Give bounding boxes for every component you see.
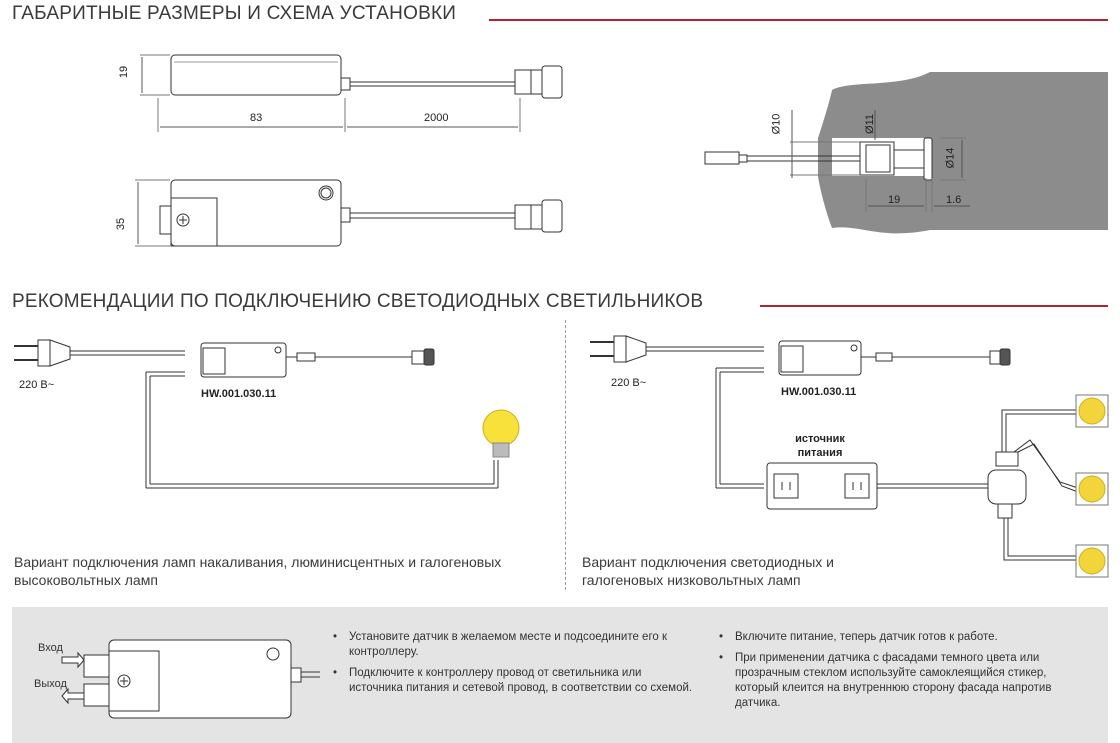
controller-side-view — [170, 54, 563, 99]
note-item: Подключите к контроллеру провод от свети… — [333, 666, 693, 696]
power-supply-unit — [766, 462, 878, 510]
wiring-left — [14, 339, 520, 489]
voltage-label-left: 220 В~ — [19, 379, 55, 391]
model-label-right: HW.001.030.11 — [781, 386, 857, 398]
light-bulb-icon — [482, 409, 520, 458]
input-label: Вход — [38, 642, 63, 654]
notes-right: Включите питание, теперь датчик готов к … — [719, 630, 1089, 717]
power-supply-label: источник питания — [795, 433, 845, 459]
dim-depth: 19 — [888, 194, 901, 206]
dim-length: 83 — [250, 112, 263, 124]
led-lamp-icon — [1075, 544, 1109, 578]
dimensions-heading: ГАБАРИТНЫЕ РАЗМЕРЫ И СХЕМА УСТАНОВКИ — [12, 3, 457, 24]
recommendations-heading-rule — [760, 305, 1108, 307]
plug-left — [14, 339, 71, 367]
note-item: При применении датчика с фасадами темног… — [719, 651, 1089, 711]
wiring-right — [590, 335, 1109, 578]
note-item: Установите датчик в желаемом месте и под… — [333, 630, 693, 660]
recommendations-heading: РЕКОМЕНДАЦИИ ПО ПОДКЛЮЧЕНИЮ СВЕТОДИОДНЫХ… — [12, 291, 704, 312]
notes-left: Установите датчик в желаемом месте и под… — [333, 630, 693, 702]
plug-right — [590, 335, 647, 363]
dim-flange: 1.6 — [946, 194, 962, 206]
dimensions-heading-rule — [489, 19, 1108, 21]
section-divider — [565, 320, 566, 590]
caption-right: Вариант подключения светодиодных и галог… — [582, 554, 834, 588]
model-label-left: HW.001.030.11 — [201, 388, 277, 400]
led-lamp-icon — [1075, 472, 1109, 506]
output-label: Выход — [34, 678, 67, 690]
controller-top-view — [159, 179, 563, 247]
installation-section — [704, 72, 1108, 234]
dim-cable: 2000 — [424, 112, 449, 124]
caption-left: Вариант подключения ламп накаливания, лю… — [14, 554, 502, 588]
voltage-label-right: 220 В~ — [611, 377, 647, 389]
note-item: Включите питание, теперь датчик готов к … — [719, 630, 1089, 645]
led-lamp-icon — [1075, 394, 1109, 428]
